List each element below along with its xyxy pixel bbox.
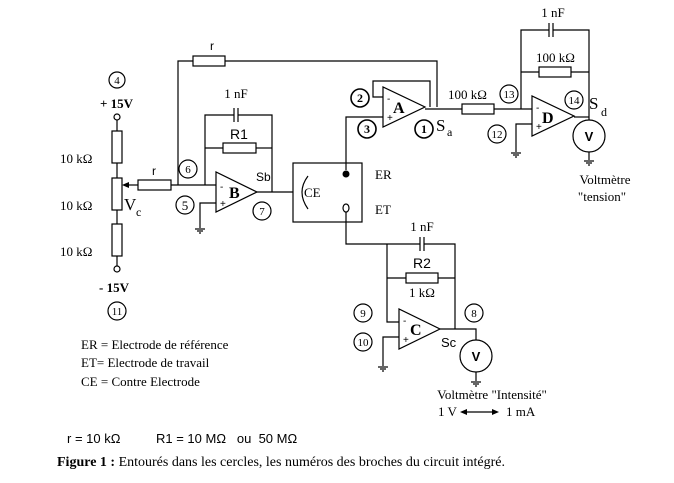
r1-label: R1 — [230, 126, 248, 142]
sd-sub: d — [601, 105, 607, 119]
sd-label: S — [589, 94, 598, 113]
r-top-label: 10 kΩ — [60, 151, 92, 166]
ce-label: CE — [304, 185, 321, 200]
plus-terminal — [113, 113, 121, 121]
r2-value-label: 1 kΩ — [409, 285, 435, 300]
voltmeter-intensite-caption: Voltmètre "Intensité" — [437, 387, 547, 402]
legend-er: ER = Electrode de référence — [81, 337, 229, 352]
pin-7: 7 — [259, 206, 265, 218]
et-label: ET — [375, 202, 391, 217]
r-mid-label: 10 kΩ — [60, 198, 92, 213]
sc-label: Sc — [441, 335, 457, 350]
sb-label: Sb — [256, 170, 271, 184]
wiper-arrow-icon — [122, 182, 129, 188]
resistor-r-input — [137, 179, 172, 191]
r-bot-label: 10 kΩ — [60, 244, 92, 259]
cap-d-label: 1 nF — [541, 5, 564, 20]
pin-5: 5 — [182, 198, 189, 213]
svg-text:-: - — [403, 316, 406, 327]
er-label: ER — [375, 167, 392, 182]
potentiometer — [111, 177, 123, 211]
res-100k-input-label: 100 kΩ — [448, 87, 487, 102]
ce-electrode-arc — [301, 175, 309, 210]
pin-circle-4 — [108, 71, 126, 89]
figure-caption: Figure 1 : Entourés dans les cercles, le… — [57, 455, 505, 470]
legend-ce: CE = Contre Electrode — [81, 374, 200, 389]
r2-label: R2 — [413, 255, 431, 271]
opamp-a-triangle — [382, 86, 427, 128]
opamp-b-name: B — [229, 185, 240, 202]
pin-8: 8 — [471, 308, 477, 320]
opamp-c-triangle — [398, 308, 442, 350]
svg-text:+: + — [403, 335, 409, 346]
resistor-r1 — [222, 142, 257, 154]
opamp-d: 100 kΩ 13 1 nF 100 kΩ - + D 12 14 S d V — [448, 5, 631, 204]
pin-2: 2 — [357, 91, 363, 105]
pin-3: 3 — [364, 122, 370, 136]
plus-15v-label: + 15V — [100, 96, 134, 111]
opamp-d-triangle — [531, 95, 576, 137]
figure-caption-text: Entourés dans les cercles, les numéros d… — [115, 455, 505, 470]
resistor-100k-input — [461, 103, 495, 115]
pin-4: 4 — [114, 75, 120, 87]
r-feedback-label: r — [210, 39, 214, 53]
pin-13: 13 — [504, 89, 516, 101]
pin-1: 1 — [421, 122, 427, 136]
sa-label: S — [436, 116, 445, 135]
resistor-top — [111, 130, 123, 164]
legend-et: ET= Electrode de travail — [81, 355, 210, 370]
sa-sub: a — [447, 125, 453, 139]
voltmeter-d-symbol: V — [585, 129, 594, 144]
opamp-d-name: D — [542, 110, 554, 127]
opamp-b-triangle — [215, 171, 259, 213]
opamp-c-name: C — [410, 322, 422, 339]
svg-text:+: + — [387, 113, 393, 124]
plus-sign: + — [220, 199, 226, 210]
er-electrode-dot — [342, 170, 350, 178]
voltage-divider: 4 + 15V 10 kΩ 10 kΩ V c 10 kΩ - 15V 11 — [60, 71, 141, 321]
cell-box — [292, 162, 363, 223]
resistor-r-feedback — [192, 55, 226, 67]
vc-sub: c — [136, 205, 141, 219]
electrochemical-cell: CE ER ET — [292, 116, 392, 245]
legend: ER = Electrode de référence ET= Electrod… — [81, 337, 229, 389]
opamp-a: - + A 2 3 1 S a — [350, 80, 462, 139]
pin-circle-11 — [107, 301, 127, 321]
voltmeter-c-symbol: V — [472, 349, 481, 364]
cap-c-label: 1 nF — [410, 219, 433, 234]
scale-left: 1 V — [438, 404, 458, 419]
pin-9: 9 — [360, 308, 366, 320]
scale-right: 1 mA — [506, 404, 536, 419]
minus-sign: - — [220, 182, 223, 193]
figure-caption-bold: Figure 1 : — [57, 455, 115, 470]
opamp-c: 1 nF R2 1 kΩ - + C 9 10 8 Sc V Voltmètre… — [353, 219, 547, 419]
resistor-bottom — [111, 223, 123, 257]
vc-label: V — [124, 195, 137, 214]
svg-text:-: - — [387, 94, 390, 105]
svg-text:+: + — [536, 122, 542, 133]
voltmeter-tension-caption-2: "tension" — [578, 189, 626, 204]
r-input-label: r — [152, 164, 156, 178]
res-100k-feedback-label: 100 kΩ — [536, 50, 575, 65]
pin-10: 10 — [358, 337, 370, 349]
cap-b-label: 1 nF — [224, 86, 247, 101]
voltmeter-tension-caption-1: Voltmètre — [579, 172, 630, 187]
pin-14: 14 — [569, 95, 581, 107]
pin-12: 12 — [492, 129, 503, 141]
minus-15v-label: - 15V — [99, 280, 130, 295]
pin-11: 11 — [112, 306, 123, 318]
minus-terminal — [113, 265, 121, 273]
r1-value: R1 = 10 MΩ ou 50 MΩ — [156, 431, 297, 446]
pin-6: 6 — [185, 164, 191, 176]
resistor-100k-feedback — [538, 66, 572, 78]
opamp-a-name: A — [393, 100, 405, 117]
opamp-b: 1 nF R1 - + B 6 5 7 Sb — [175, 86, 300, 234]
et-electrode — [342, 203, 350, 213]
resistor-r2 — [405, 272, 439, 284]
r-value: r = 10 kΩ — [67, 431, 121, 446]
svg-text:-: - — [536, 103, 539, 114]
